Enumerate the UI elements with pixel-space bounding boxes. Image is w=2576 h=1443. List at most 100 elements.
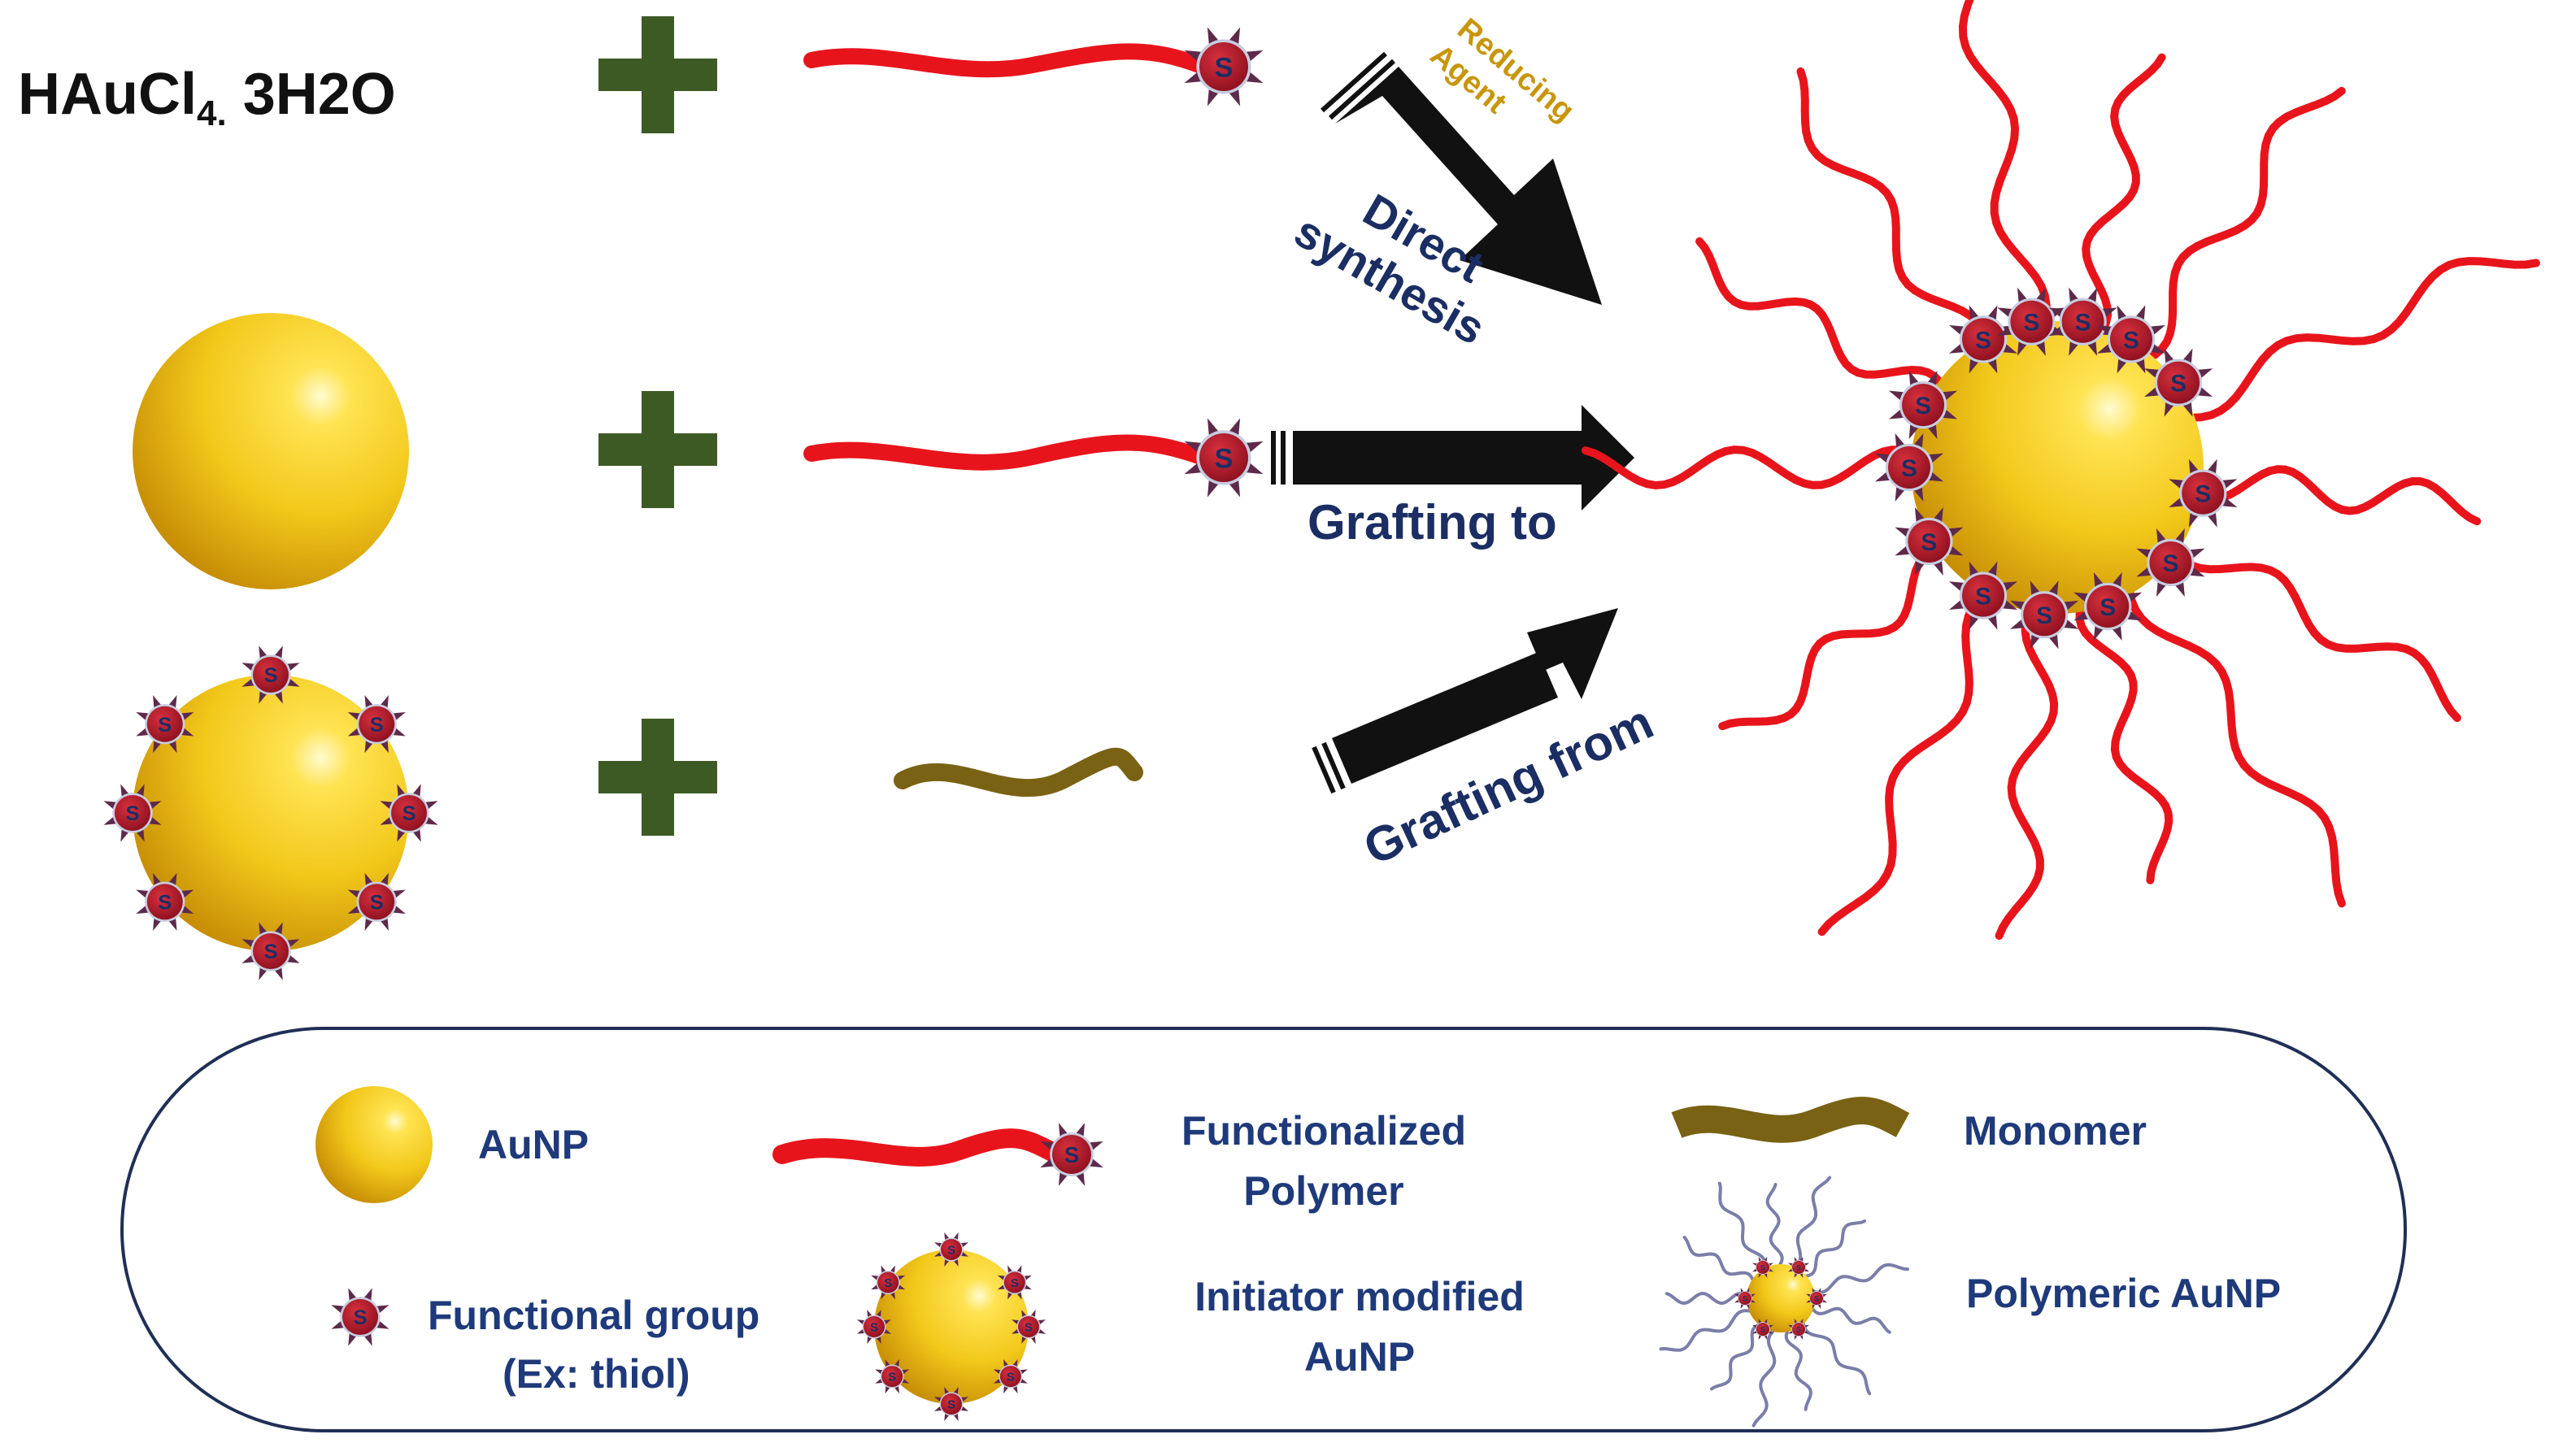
initiator-group: S [242,645,300,704]
functional-group-symbol: S [1760,1263,1765,1271]
functional-group-symbol: S [1760,1325,1765,1333]
product-polymer-chain [2075,580,2174,884]
functional-group-disk [941,1239,962,1260]
functional-group-disk [877,1271,899,1293]
functional-group-disk [342,1299,378,1335]
product-functional-group: S [2136,528,2205,598]
gold-nanoparticle [133,313,409,589]
functional-group-disk [1792,1260,1805,1274]
functional-group-disk [146,884,183,920]
grafting-to-label: Grafting to [1308,495,1557,550]
legend-polymer-chain [1784,1326,1812,1411]
functional-group-symbol: S [1975,584,1991,611]
product-functional-group: S [2048,287,2117,356]
functional-group-disk [253,933,289,969]
product-polymer-chain [2174,465,2482,526]
functional-group-disk [1003,1271,1025,1293]
initiator-modified-nanoparticle [133,675,409,951]
polymer-end-group-row-2: S [1184,418,1264,498]
functional-group-symbol: S [1814,1294,1819,1302]
functional-group-symbol: S [264,664,278,687]
initiator-group: S [347,872,406,931]
functional-group-symbol: S [1921,529,1937,556]
functional-group-disk [881,1366,903,1388]
legend-polymeric-group: S [1806,1288,1827,1309]
initiator-group: S [136,695,194,754]
legend-initiator-label-line-2: AuNP [1304,1334,1415,1380]
legend-functional-group-label-line-1: Functional group [428,1293,759,1338]
product-polymer-chain [1958,0,2051,352]
functionalized-polymer-row-1 [803,43,1212,78]
functional-group-disk [2149,541,2192,584]
legend-polymer-chain [1808,1263,1909,1294]
functional-group-disk [1756,1323,1769,1337]
product-functional-group: S [1948,305,2018,374]
legend-initiator-label-line-1: Initiator modified [1194,1274,1525,1319]
functional-group-disk [999,1366,1021,1388]
functional-group-disk [1908,520,1951,563]
legend-monomer-icon [1671,1097,1910,1143]
legend-functional-group: S [331,1288,389,1346]
functional-group-disk [391,795,427,831]
product-functional-group: S [2144,348,2213,417]
functional-group-symbol: S [2023,310,2039,337]
initiator-group: S [136,872,194,931]
legend-polymeric-group: S [1788,1319,1809,1341]
legend-functional-group-label-line-2: (Ex: thiol) [503,1351,690,1397]
functional-group-symbol: S [1915,393,1931,419]
functional-group-row-2: S [1184,418,1264,498]
legend-polymeric-aunp-groups: S S S S S S [1734,1256,1827,1341]
initiator-group: S [103,784,162,842]
legend-box [120,1027,2407,1432]
legend-polymer-chain [1808,1304,1891,1334]
initiator-group: S [380,784,438,842]
legend-initiator-group: S [933,1386,969,1422]
product-polymer-chain [2123,86,2346,372]
functional-group-symbol: S [1214,53,1233,84]
functional-group-disk [2061,300,2104,343]
functional-group-symbol: S [1901,455,1917,482]
legend-initiator-aunp-icon [874,1250,1029,1404]
legend-polymer-chain [1710,1322,1765,1391]
functional-group-symbol: S [1796,1325,1801,1333]
functional-group-disk [1962,574,2004,617]
functional-group-disk [864,1316,885,1337]
legend-polymer-chain [1790,1176,1832,1271]
product-polymer-chain [1796,67,1991,372]
legend-polymeric-group: S [1788,1256,1809,1278]
polymer-end-group-row-1: S [1184,27,1264,106]
functional-group-disk [1199,42,1248,91]
legend-polymer-chain [1751,1327,1778,1428]
functional-group-symbol: S [1011,1276,1019,1290]
legend-initiator-group: S [1011,1309,1046,1345]
functional-group-disk [146,706,183,742]
functional-group-symbol: S [1796,1263,1801,1271]
functional-group-disk [1810,1292,1823,1305]
initiator-group: S [242,922,300,980]
functional-group-symbol: S [2036,602,2052,629]
functional-group-symbol: S [354,1306,368,1329]
product-polymer-chain [1995,585,2059,940]
plus-sign-row-3 [598,719,717,836]
product-functional-group: S [1948,561,2018,630]
functional-group-symbol: S [2075,310,2091,337]
functional-group-symbol: S [870,1320,878,1334]
legend-polymeric-group: S [1752,1319,1773,1341]
product-gold-core [1911,321,2204,614]
functional-group-symbol: S [370,892,384,915]
legend-polymer-chain [1717,1181,1768,1274]
functional-group-disk [2157,361,2200,404]
functional-group-symbol: S [1214,444,1233,475]
functional-group-disk [253,657,289,693]
functional-group-symbol: S [1743,1294,1747,1302]
legend-polymeric-aunp-core [1747,1264,1815,1332]
plus-sign-row-2 [598,391,717,508]
grafting-from-arrow [1312,608,1618,794]
legend-initiator-group: S [871,1265,906,1300]
functional-group-symbol: S [370,714,384,737]
legend-polymer-icon [772,1128,1067,1167]
functional-group-symbol: S [888,1371,896,1384]
